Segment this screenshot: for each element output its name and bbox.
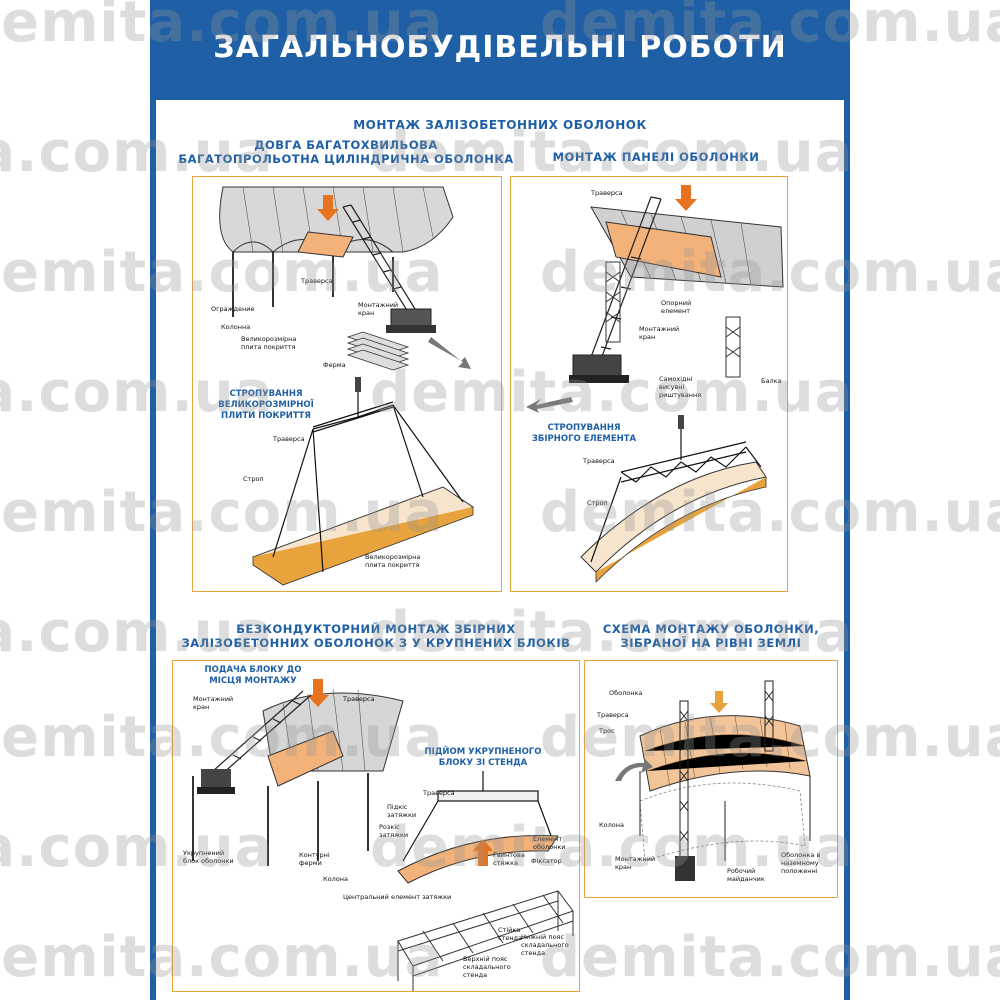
p1-label-ferma: Ферма: [323, 361, 346, 369]
p4-label-obolonka: Оболонка: [609, 689, 643, 697]
p3-label-tsentralnyi: Центральний елемент затяжки: [343, 893, 452, 901]
p3-label-stiika: Стійка стенда: [498, 926, 523, 942]
p4-label-kran: Монтажний кран: [615, 855, 656, 871]
p2-caption: СТРОПУВАННЯ ЗБІРНОГО ЕЛЕМЕНТА: [531, 423, 637, 444]
panel2-illustration: [526, 185, 784, 583]
panel3-heading: БЕЗКОНДУКТОРНИЙ МОНТАЖ ЗБІРНИХ ЗАЛІЗОБЕТ…: [176, 622, 576, 650]
p3-label-ukrupnenyi: Укрупнений блок оболонки: [183, 849, 234, 865]
p3-caption2: ПІДЙОМ УКРУПНЕНОГО БЛОКУ ЗІ СТЕНДА: [424, 747, 542, 768]
p3-label-rozkis: Розкіс затяжки: [379, 823, 409, 839]
p4-label-kolona: Колона: [599, 821, 624, 829]
poster: ЗАГАЛЬНОБУДІВЕЛЬНІ РОБОТИ МОНТАЖ ЗАЛІЗОБ…: [150, 0, 850, 1000]
p3-caption1: ПОДАЧА БЛОКУ ДО МІСЦЯ МОНТАЖУ: [204, 665, 302, 686]
p4-label-traversa: Траверса: [597, 711, 629, 719]
p4-label-robochyi: Робочий майданчик: [727, 867, 765, 883]
page-title: ЗАГАЛЬНОБУДІВЕЛЬНІ РОБОТИ: [213, 30, 787, 65]
panel3-heading-line2: ЗАЛІЗОБЕТОННИХ ОБОЛОНОК З У КРУПНЕНИХ БЛ…: [181, 636, 571, 650]
panel1-heading-line1: ДОВГА БАГАТОХВИЛЬОВА: [254, 138, 438, 152]
panel3: ПОДАЧА БЛОКУ ДО МІСЦЯ МОНТАЖУ Монтажний …: [172, 660, 580, 992]
p3-label-traversa2: Траверса: [423, 789, 455, 797]
p2-label-traversa: Траверса: [591, 189, 623, 197]
panel1-heading: ДОВГА БАГАТОХВИЛЬОВА БАГАТОПРОЛЬОТНА ЦИЛ…: [176, 138, 516, 166]
panel2-heading: МОНТАЖ ПАНЕЛІ ОБОЛОНКИ: [552, 150, 760, 164]
p3-label-pidkis: Підкіс затяжки: [387, 803, 417, 819]
panel4-heading-line1: СХЕМА МОНТАЖУ ОБОЛОНКИ,: [602, 622, 820, 636]
panel1-heading-line2: БАГАТОПРОЛЬОТНА ЦИЛІНДРИЧНА ОБОЛОНКА: [178, 152, 514, 166]
panel2: Траверса Опорний елемент Монтажний кран …: [510, 176, 788, 592]
p1-label-strop: Строп: [243, 475, 264, 483]
p2-label-rishtuvannia: Самохідні висувні риштування: [659, 375, 702, 399]
p2-label-strop: Строп: [587, 499, 608, 507]
title-bar: ЗАГАЛЬНОБУДІВЕЛЬНІ РОБОТИ: [156, 0, 844, 100]
p3-label-kolonna: Колона: [323, 875, 348, 883]
p2-label-kran: Монтажний кран: [639, 325, 680, 341]
p3-label-verkhnii: Верхній пояс складального стенда: [463, 955, 511, 979]
panel1-illustration: [219, 186, 475, 586]
p1-label-traversa: Траверса: [301, 277, 333, 285]
p3-label-fiksator: Фіксатор: [531, 857, 562, 865]
p1-label-plyta2: Великорозмірна плита покриття: [365, 553, 421, 569]
p1-label-kran: Монтажний кран: [358, 301, 399, 317]
p1-caption: СТРОПУВАННЯ ВЕЛИКОРОЗМІРНОЇ ПЛИТИ ПОКРИТ…: [218, 389, 314, 421]
p1-label-ograzhdenie: Ограждение: [211, 305, 255, 313]
panel3-illustration: [192, 679, 574, 991]
p2-label-opornyi: Опорний елемент: [661, 299, 692, 315]
p3-label-gvyntova: Гвинтова стяжка: [493, 851, 525, 867]
p3-label-konturni: Контурні ферми: [299, 851, 330, 867]
panel1: Траверса Ограждение Монтажний кран Колон…: [192, 176, 502, 592]
p4-label-tros: Трос: [599, 727, 615, 735]
p3-label-traversa: Траверса: [343, 695, 375, 703]
panel4: Оболонка Траверса Трос Колона Монтажний …: [584, 660, 838, 898]
p1-label-plyta: Великорозмірна плита покриття: [241, 335, 297, 351]
p1-label-traversa2: Траверса: [273, 435, 305, 443]
p2-label-traversa2: Траверса: [583, 457, 615, 465]
p1-label-kolonna: Колонна: [221, 323, 251, 331]
panel3-heading-line1: БЕЗКОНДУКТОРНИЙ МОНТАЖ ЗБІРНИХ: [236, 622, 516, 636]
p2-label-balka: Балка: [761, 377, 782, 385]
p3-label-nyzhnii: Нижній пояс складального стенда: [521, 933, 569, 957]
section-top-heading: МОНТАЖ ЗАЛІЗОБЕТОННИХ ОБОЛОНОК: [353, 118, 647, 132]
p4-label-obolonka-nazemna: Оболонка в наземному положенні: [781, 851, 821, 875]
panel4-heading-line2: ЗІБРАНОЇ НА РІВНІ ЗЕМЛІ: [620, 636, 802, 650]
p3-label-element: Елемент оболонки: [533, 835, 566, 851]
panel4-illustration: [615, 680, 811, 881]
panel4-heading: СХЕМА МОНТАЖУ ОБОЛОНКИ, ЗІБРАНОЇ НА РІВН…: [586, 622, 836, 650]
p3-label-kran: Монтажний кран: [193, 695, 234, 711]
